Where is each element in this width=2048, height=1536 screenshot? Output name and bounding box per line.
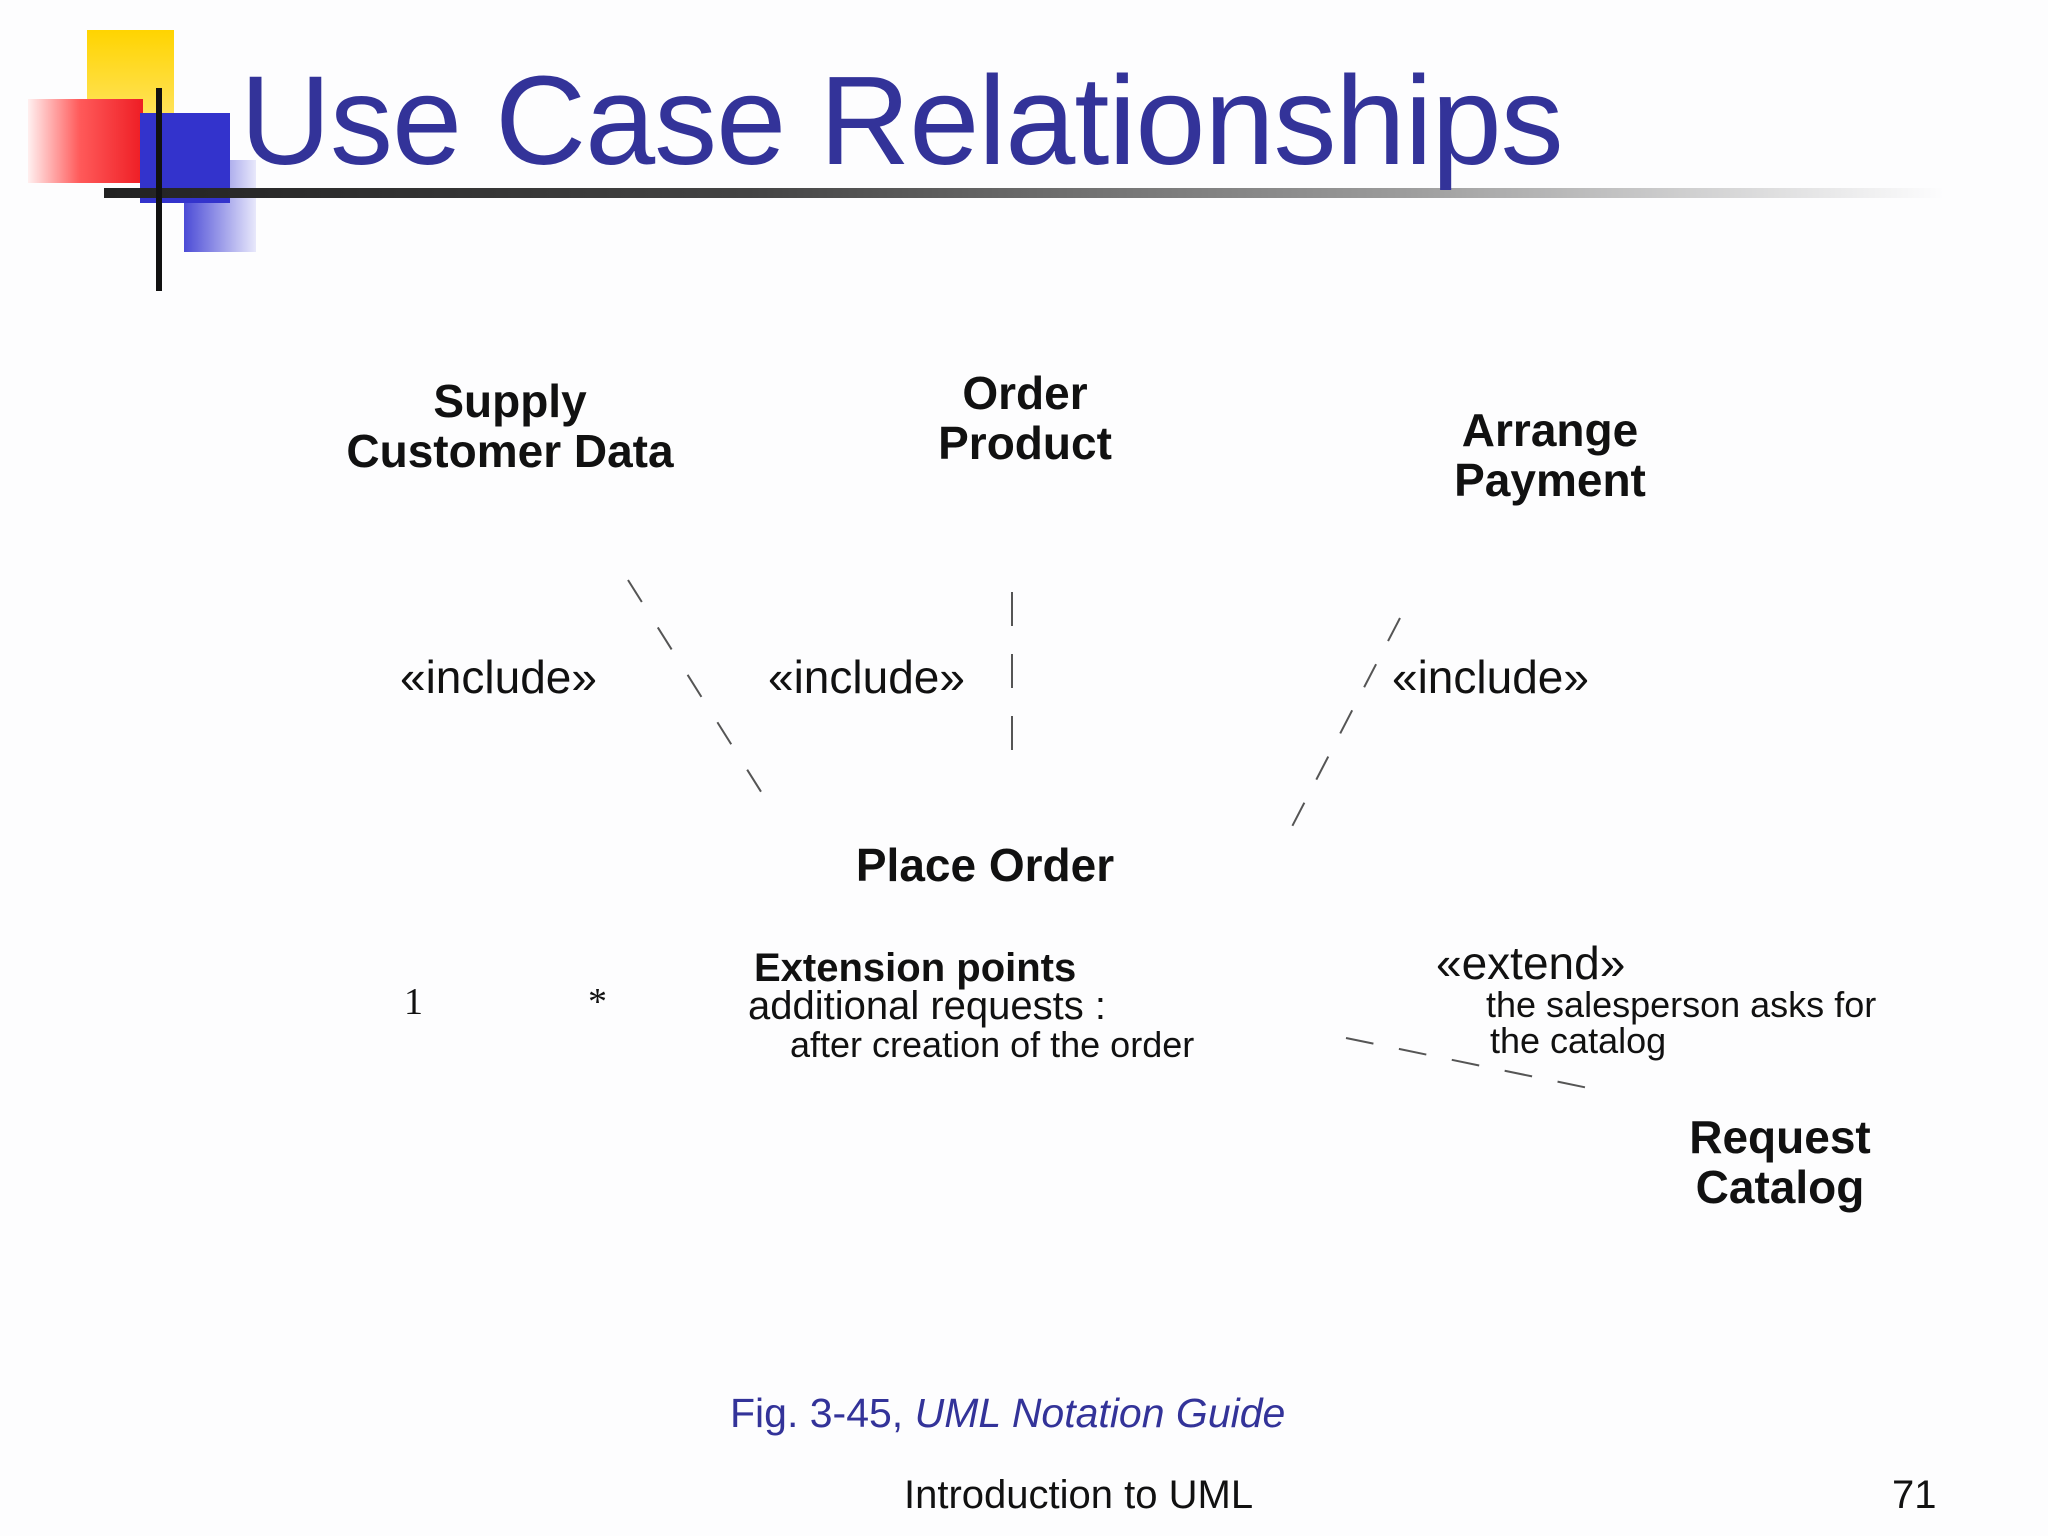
multiplicity-left: 1 — [404, 981, 423, 1023]
page-number: 71 — [1892, 1473, 1937, 1517]
caption-prefix: Fig. 3-45, — [730, 1390, 904, 1436]
extension-point-location: after creation of the order — [790, 1024, 1195, 1065]
use-case-supply-customer-data: Supply Customer Data — [346, 375, 674, 477]
include-line-supply — [627, 579, 771, 807]
include-stereotype-supply: «include» — [400, 651, 597, 703]
include-stereotype-order: «include» — [768, 651, 965, 703]
logo-crosshair-vertical — [156, 88, 162, 291]
extend-condition-line1: the salesperson asks for — [1486, 984, 1877, 1025]
multiplicity-right: * — [588, 981, 607, 1023]
extend-line-catalog — [1345, 1037, 1599, 1091]
figure-caption: Fig. 3-45, UML Notation Guide — [730, 1390, 1285, 1437]
title-underline — [104, 188, 1944, 198]
use-case-order-product: Order Product — [938, 367, 1112, 469]
caption-source: UML Notation Guide — [914, 1390, 1286, 1436]
extend-condition-line2: the catalog — [1490, 1020, 1667, 1061]
use-case-arrange-payment: Arrange Payment — [1454, 404, 1646, 506]
slide-title: Use Case Relationships — [240, 50, 1564, 191]
extend-stereotype: «extend» — [1436, 937, 1626, 989]
include-stereotype-payment: «include» — [1392, 651, 1589, 703]
logo-red-square — [28, 99, 143, 183]
use-case-request-catalog: Request Catalog — [1689, 1111, 1871, 1213]
include-line-payment — [1283, 617, 1401, 843]
extension-point-name: additional requests : — [748, 984, 1107, 1028]
use-case-place-order: Place Order — [855, 839, 1115, 891]
extension-points-heading: Extension points — [754, 946, 1077, 990]
footer-label: Introduction to UML — [904, 1473, 1254, 1517]
